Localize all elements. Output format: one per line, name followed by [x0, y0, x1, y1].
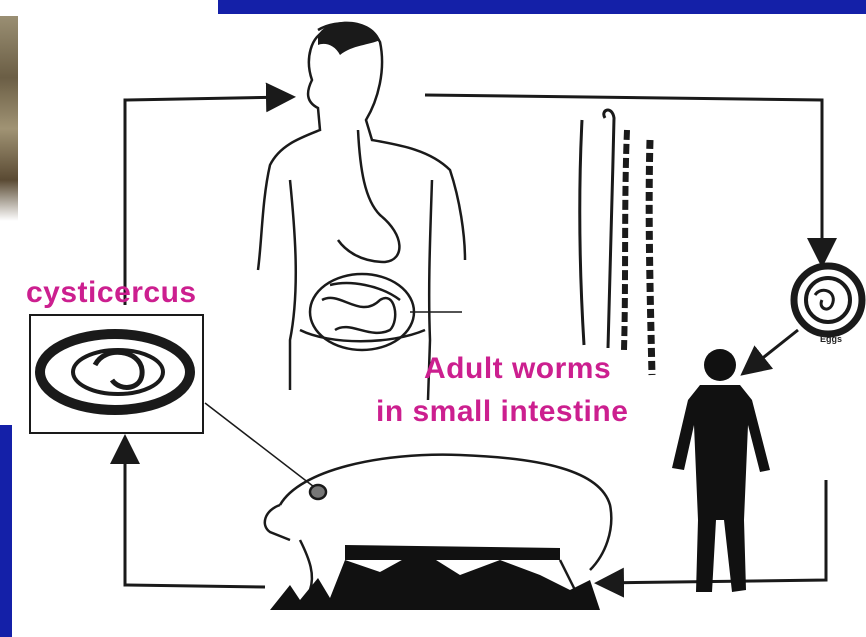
- cysticercus-cyst-icon: [30, 315, 203, 433]
- egg-icon: [794, 266, 862, 334]
- label-adult-worms: Adult worms: [424, 352, 611, 386]
- human-figure-icon: [258, 23, 465, 400]
- pointer-line-cyst: [205, 403, 318, 490]
- human-silhouette-icon: [672, 349, 770, 592]
- label-eggs: Eggs: [820, 334, 842, 344]
- tapeworm-strobila-icon: [580, 110, 652, 375]
- label-cysticercus: cysticercus: [26, 276, 197, 310]
- human-head-fill: [318, 22, 380, 55]
- label-small-intestine: in small intestine: [376, 395, 628, 429]
- arrow-eggs-to-human2: [745, 330, 798, 372]
- grass-patch: [270, 545, 600, 610]
- arrow-pig-to-cyst: [125, 440, 265, 587]
